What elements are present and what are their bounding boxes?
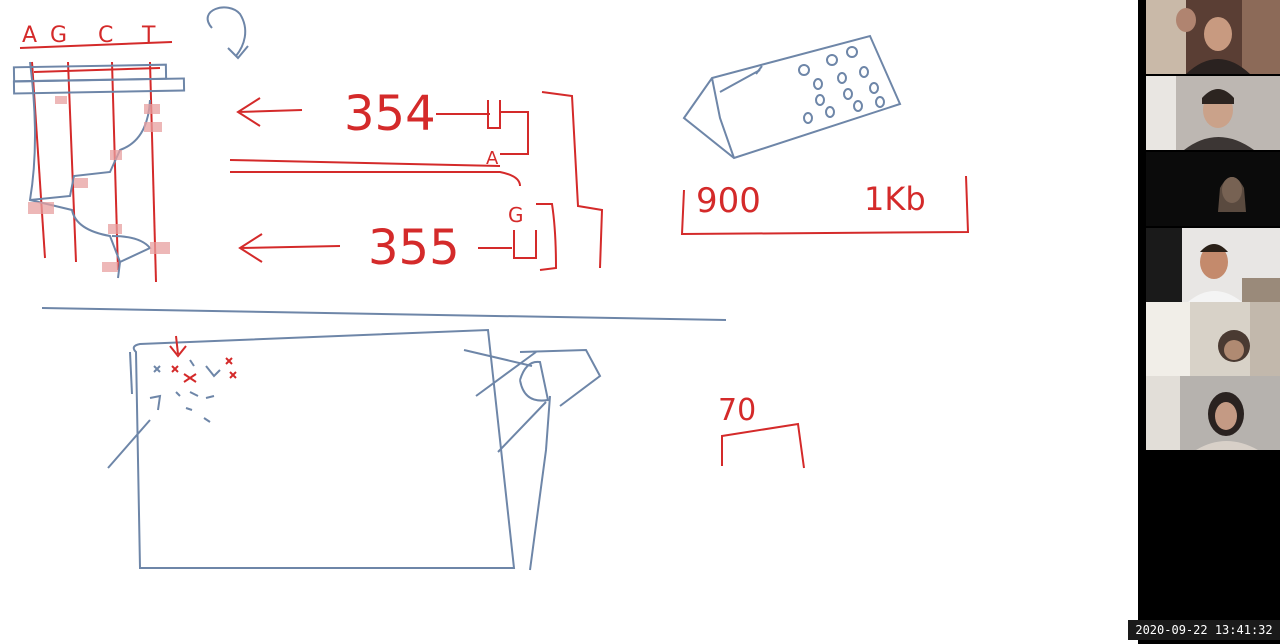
participant-video-frame <box>1146 228 1280 302</box>
recording-timestamp: 2020-09-22 13:41:32 <box>1128 620 1280 640</box>
read-size-label-900: 900 <box>696 181 761 221</box>
participant-video-frame <box>1146 376 1280 450</box>
participant-video-1[interactable] <box>1146 0 1280 74</box>
band-label-70: 70 <box>718 393 756 428</box>
whiteboard-canvas[interactable]: A G C T 354 A G 355 <box>0 0 1138 644</box>
participant-gallery <box>1138 0 1280 644</box>
whiteboard-drawing: A G C T 354 A G 355 <box>12 6 970 571</box>
strand2-length-label: 355 <box>368 220 460 276</box>
column-label-t: T <box>141 23 156 48</box>
participant-video-frame <box>1146 76 1280 150</box>
strand1-length-label: 354 <box>344 86 436 142</box>
participant-video-frame <box>1146 152 1280 226</box>
chip-wells <box>798 46 885 124</box>
column-labels: A G C T <box>22 23 156 48</box>
participant-video-frame <box>1146 302 1280 376</box>
read-length-bracket <box>680 175 970 236</box>
participant-video-4[interactable] <box>1146 228 1280 302</box>
read-size-label-1kb: 1Kb <box>864 180 926 218</box>
column-label-g: G <box>50 23 67 48</box>
rotate-arrow-icon <box>206 6 249 60</box>
strand1-end-base-label: A <box>486 148 499 169</box>
participant-video-6[interactable] <box>1146 376 1280 450</box>
chip-drawing <box>682 34 902 160</box>
participant-video-2[interactable] <box>1146 76 1280 150</box>
strand2-end-base-label: G <box>508 203 524 227</box>
flow-cell-clusters <box>153 335 237 423</box>
gel-smudges <box>28 96 170 272</box>
participant-video-5[interactable] <box>1146 302 1280 376</box>
section-divider <box>41 307 727 321</box>
column-label-a: A <box>22 23 37 48</box>
strand-diagram <box>229 91 604 271</box>
column-label-c: C <box>98 23 113 48</box>
participant-video-frame <box>1146 0 1280 74</box>
band-bracket <box>721 422 805 469</box>
participant-video-3[interactable] <box>1146 152 1280 226</box>
flow-cell-drawing <box>107 328 602 571</box>
